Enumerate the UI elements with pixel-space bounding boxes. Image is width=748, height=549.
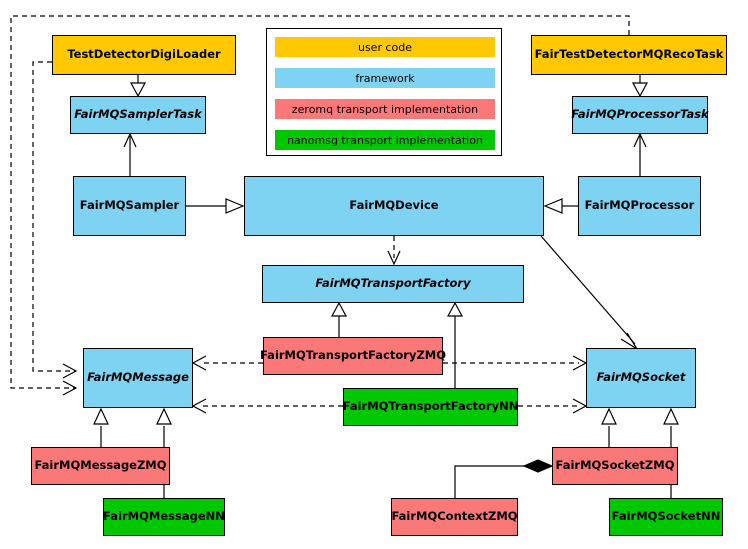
class-label: TestDetectorDigiLoader	[67, 47, 221, 62]
class-label: FairMQSocket	[596, 370, 686, 385]
edge-transportfactoryzmq-socket	[443, 355, 588, 371]
edge-contextzmq-socketzmq	[454, 459, 554, 498]
class-label: FairMQSocketZMQ	[555, 458, 675, 473]
class-label: FairMQSampler	[79, 198, 180, 213]
class-node-fairmqprocessor[interactable]: FairMQProcessor	[578, 176, 701, 236]
class-node-fairmqmessagezmq[interactable]: FairMQMessageZMQ	[31, 447, 170, 485]
edge-transportfactorynn-socket	[518, 398, 588, 414]
edge-digiloader-samplertask	[129, 75, 147, 98]
class-node-fairmqsamplertask[interactable]: FairMQSamplerTask	[70, 96, 206, 134]
class-label: FairMQTransportFactoryNN	[342, 399, 519, 414]
edge-recotask-processortask	[631, 75, 649, 98]
edge-transportfactorynn-transportfactory	[446, 301, 464, 388]
edge-processor-device	[543, 198, 578, 214]
edge-messagezmq-message	[93, 407, 109, 447]
class-node-fairmqsocket[interactable]: FairMQSocket	[586, 348, 696, 408]
class-label: FairMQProcessor	[584, 198, 695, 213]
class-node-fairmqsocketnn[interactable]: FairMQSocketNN	[609, 498, 723, 536]
legend-label-user-code: user code	[357, 40, 413, 54]
edge-sampler-samplertask	[123, 132, 137, 176]
class-node-fairmqtransportfactorynn[interactable]: FairMQTransportFactoryNN	[343, 388, 518, 426]
edge-device-socket	[540, 235, 638, 350]
class-label: FairMQMessageNN	[103, 509, 225, 524]
class-label: FairMQProcessorTask	[571, 107, 709, 122]
edge-transportfactorynn-message	[191, 398, 343, 414]
class-node-fairmqprocessortask[interactable]: FairMQProcessorTask	[571, 96, 709, 134]
class-node-fairmqtransportfactoryzmq[interactable]: FairMQTransportFactoryZMQ	[260, 337, 447, 375]
class-label: FairMQMessageZMQ	[34, 458, 167, 473]
legend-label-nanomsg: nanomsg transport implementation	[287, 133, 483, 147]
class-label: FairMQContextZMQ	[391, 509, 518, 524]
edge-transportfactoryzmq-transportfactory	[330, 301, 348, 337]
class-node-fairmqsocketzmq[interactable]: FairMQSocketZMQ	[552, 447, 678, 485]
legend-item-zeromq: zeromq transport implementation	[275, 99, 495, 119]
class-node-fairmqdevice[interactable]: FairMQDevice	[244, 176, 544, 236]
edge-socketzmq-socket	[601, 407, 617, 447]
edge-device-transportfactory	[387, 236, 401, 266]
class-node-fairmqmessage[interactable]: FairMQMessage	[83, 348, 193, 408]
class-label: FairMQSocketNN	[611, 509, 721, 524]
edge-sampler-device	[186, 198, 245, 214]
legend-item-user-code: user code	[275, 37, 495, 57]
legend-label-zeromq: zeromq transport implementation	[291, 102, 479, 116]
class-node-fairmqsampler[interactable]: FairMQSampler	[73, 176, 186, 236]
class-node-fairmqcontextzmq[interactable]: FairMQContextZMQ	[391, 498, 518, 536]
edge-processor-processortask	[633, 132, 647, 176]
class-node-fairmqtransportfactory[interactable]: FairMQTransportFactory	[262, 265, 524, 303]
class-label: FairMQTransportFactoryZMQ	[260, 348, 447, 363]
legend-item-nanomsg: nanomsg transport implementation	[275, 130, 495, 150]
class-label: FairMQSamplerTask	[74, 107, 202, 122]
legend-box: user code framework zeromq transport imp…	[266, 28, 502, 156]
legend-label-framework: framework	[355, 71, 415, 85]
class-label: FairTestDetectorMQRecoTask	[534, 47, 724, 62]
class-node-testdetectordigiloader[interactable]: TestDetectorDigiLoader	[52, 35, 236, 75]
class-node-fairtestdetectormqrecotask[interactable]: FairTestDetectorMQRecoTask	[531, 35, 727, 75]
class-label: FairMQMessage	[87, 370, 189, 385]
class-node-fairmqmessagenn[interactable]: FairMQMessageNN	[103, 498, 225, 536]
edge-transportfactoryzmq-message	[191, 355, 263, 371]
class-label: FairMQDevice	[349, 198, 439, 213]
legend-item-framework: framework	[275, 68, 495, 88]
class-label: FairMQTransportFactory	[315, 276, 471, 291]
